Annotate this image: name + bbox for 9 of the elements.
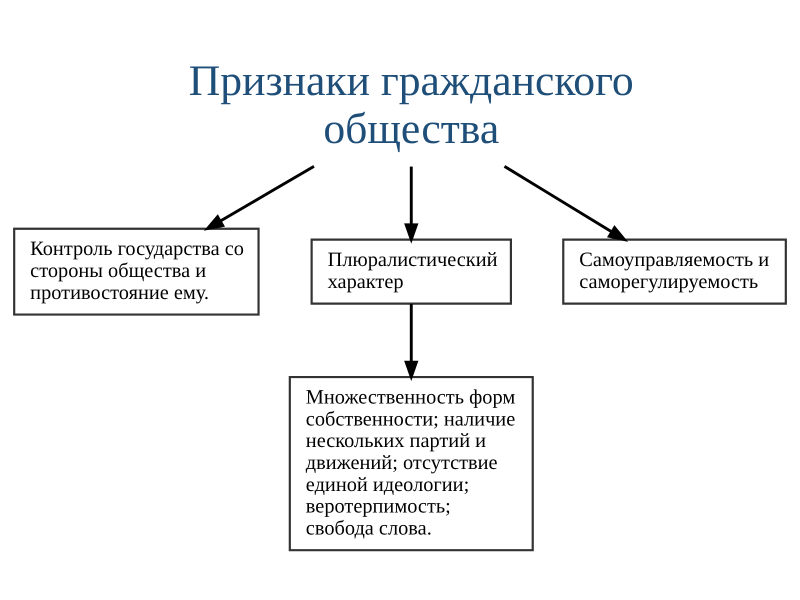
node-box: Множественность форм собственности; наличие нескольких партий и движений; отсутствие единой идеологии; веротерпимость; свобода слова. — [288, 376, 534, 552]
arrow — [404, 304, 418, 382]
arrow — [204, 165, 315, 231]
node-box: Контроль государства со стороны общества и противостояние ему. — [13, 228, 260, 316]
node-box: Самоуправляемость и саморегулируемость — [562, 238, 787, 305]
arrow — [504, 165, 628, 242]
node-box: Плюралистический характер — [310, 238, 512, 305]
arrow — [404, 166, 418, 244]
node-text: Признаки гражданского общества — [188, 56, 634, 153]
